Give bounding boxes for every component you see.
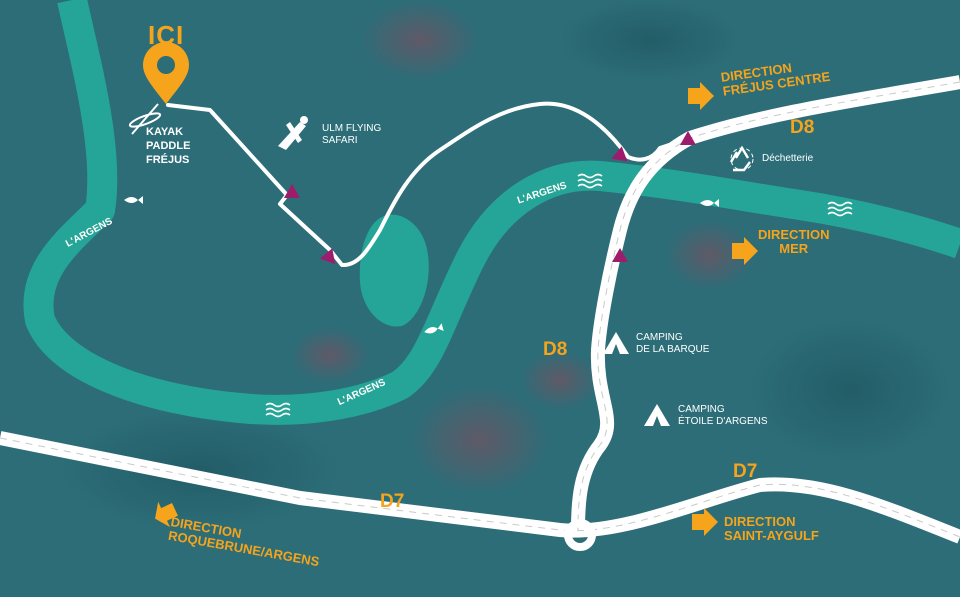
ulm-line-2: SAFARI bbox=[322, 135, 358, 146]
kayak-line-1: KAYAK bbox=[146, 126, 184, 138]
here-label: ICI bbox=[148, 20, 185, 50]
recycle-icon bbox=[729, 145, 754, 172]
camping-barque-line-1: CAMPING bbox=[636, 332, 683, 343]
location-pin-icon bbox=[142, 41, 189, 104]
dechetterie-label[interactable]: Déchetterie bbox=[762, 153, 814, 164]
camping-barque-line-2: DE LA BARQUE bbox=[636, 344, 710, 355]
fish-icons bbox=[124, 196, 719, 334]
ulm-line-1: ULM FLYING bbox=[322, 123, 382, 134]
road-label-d8-top: D8 bbox=[790, 117, 815, 138]
road-label-d8-middle: D8 bbox=[543, 339, 568, 360]
direction-saint-aygulf-label[interactable]: DIRECTION SAINT-AYGULF bbox=[724, 515, 819, 543]
direction-mer-label[interactable]: DIRECTION MER bbox=[758, 228, 830, 256]
kayak-line-2: PADDLE bbox=[146, 140, 191, 152]
river-argens bbox=[23, 0, 960, 425]
camping-barque-label[interactable]: CAMPING DE LA BARQUE bbox=[636, 332, 709, 356]
camping-etoile-line-2: ÉTOILE D'ARGENS bbox=[678, 416, 768, 427]
direction-saint-aygulf-line-2: SAINT-AYGULF bbox=[724, 528, 819, 543]
direction-mer-line-2: MER bbox=[779, 241, 809, 256]
direction-saint-aygulf-line-1: DIRECTION bbox=[724, 514, 796, 529]
kayak-line-3: FRÉJUS bbox=[146, 154, 190, 166]
direction-mer-line-1: DIRECTION bbox=[758, 227, 830, 242]
wave-icons bbox=[265, 173, 853, 418]
kayak-icon bbox=[128, 103, 162, 135]
road-network bbox=[0, 75, 960, 551]
camping-etoile-label[interactable]: CAMPING ÉTOILE D'ARGENS bbox=[678, 404, 768, 428]
tent-icons bbox=[603, 332, 670, 426]
camping-etoile-line-1: CAMPING bbox=[678, 404, 725, 415]
direction-arrows bbox=[155, 82, 758, 536]
road-label-d7-left: D7 bbox=[380, 491, 405, 512]
ulm-flying-safari-label[interactable]: ULM FLYING SAFARI bbox=[322, 123, 381, 147]
route-arrows bbox=[284, 131, 696, 265]
kayak-route bbox=[166, 101, 692, 267]
kayak-paddle-frejus-label[interactable]: KAYAK PADDLE FRÉJUS bbox=[146, 125, 190, 167]
road-label-d7-right: D7 bbox=[733, 461, 758, 482]
plane-icon bbox=[278, 116, 308, 150]
roundabout bbox=[564, 519, 596, 551]
background-blur bbox=[60, 0, 950, 530]
